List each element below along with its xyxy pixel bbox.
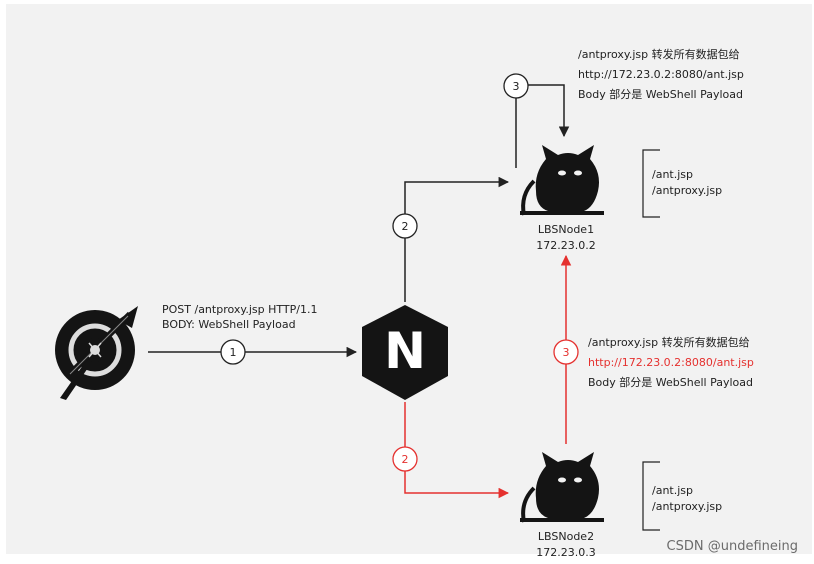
node2-file-2: /antproxy.jsp — [652, 500, 722, 513]
client-request-line2: BODY: WebShell Payload — [162, 318, 296, 331]
mid-note-line3: Body 部分是 WebShell Payload — [588, 375, 753, 389]
nginx-hexagon-icon: N — [362, 305, 448, 400]
arrow-node1-loop — [515, 84, 570, 168]
step-3-top-badge: 3 — [503, 73, 529, 99]
antsword-logo-icon — [55, 306, 138, 400]
top-note-line3: Body 部分是 WebShell Payload — [578, 87, 743, 101]
top-note-line1: /antproxy.jsp 转发所有数据包给 — [578, 47, 740, 61]
client-request-line1: POST /antproxy.jsp HTTP/1.1 — [162, 303, 317, 316]
arrow-nginx-to-node1 — [404, 176, 510, 302]
nginx-letter: N — [384, 322, 426, 380]
node2-files-bracket: /ant.jsp /antproxy.jsp — [642, 461, 722, 531]
node2-file-1: /ant.jsp — [652, 484, 693, 497]
step-2-bottom-number: 2 — [402, 453, 409, 466]
top-note-line2: http://172.23.0.2:8080/ant.jsp — [578, 68, 744, 81]
tomcat-cat-icon — [520, 145, 604, 216]
arrow-nginx-to-node2 — [404, 402, 510, 499]
mid-note-line1: /antproxy.jsp 转发所有数据包给 — [588, 335, 750, 349]
node2-ip: 172.23.0.3 — [536, 546, 595, 559]
step-3-top-number: 3 — [513, 80, 520, 93]
step-2-top-badge: 2 — [392, 213, 418, 239]
step-2-bottom-badge: 2 — [392, 446, 418, 472]
step-2-top-number: 2 — [402, 220, 409, 233]
tomcat-cat-icon — [520, 452, 604, 523]
node1-ip: 172.23.0.2 — [536, 239, 595, 252]
watermark: CSDN @undefineing — [666, 539, 798, 554]
node1-name: LBSNode1 — [538, 223, 594, 236]
step-1-badge: 1 — [220, 339, 246, 365]
step-3-right-number: 3 — [563, 346, 570, 359]
node1-files-bracket: /ant.jsp /antproxy.jsp — [642, 149, 722, 218]
node1-file-2: /antproxy.jsp — [652, 184, 722, 197]
node1-file-1: /ant.jsp — [652, 168, 693, 181]
step-3-right-badge: 3 — [553, 339, 579, 365]
step-1-number: 1 — [230, 346, 237, 359]
mid-note-line2: http://172.23.0.2:8080/ant.jsp — [588, 356, 754, 369]
node2-name: LBSNode2 — [538, 530, 594, 543]
